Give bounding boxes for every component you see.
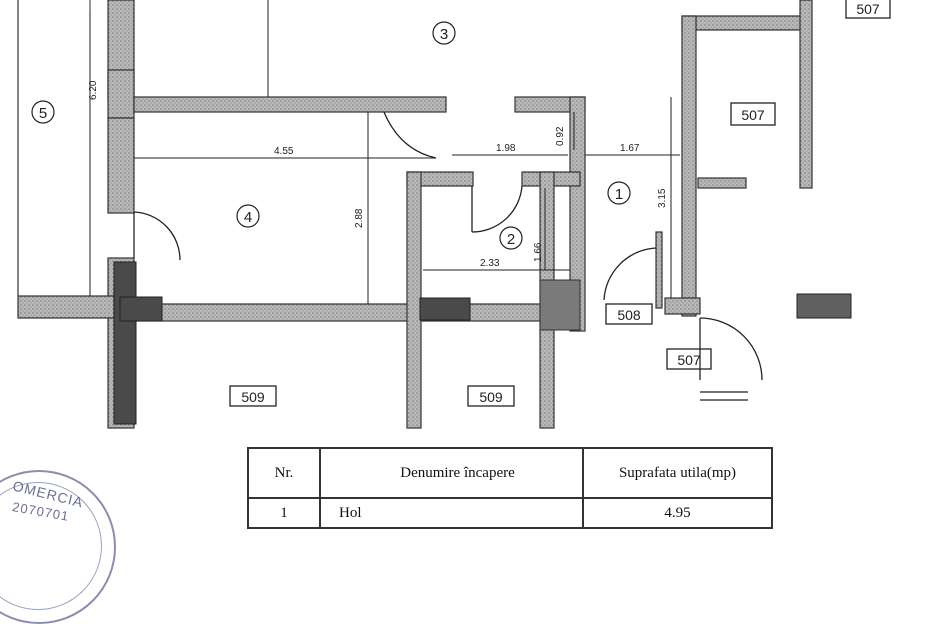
dim-455: 4.55 bbox=[274, 146, 294, 157]
dim-315: 3.15 bbox=[657, 188, 668, 208]
cell-area: 4.95 bbox=[582, 497, 773, 529]
header-area: Suprafata utila(mp) bbox=[582, 447, 773, 499]
room-2-label: 2 bbox=[507, 231, 515, 248]
company-stamp: OMERCIA 2070701 bbox=[0, 470, 116, 624]
header-nr: Nr. bbox=[247, 447, 321, 499]
unit-509-mid: 509 bbox=[479, 389, 503, 405]
room-1-label: 1 bbox=[615, 186, 623, 203]
unit-508: 508 bbox=[617, 307, 641, 323]
dim-233: 2.33 bbox=[480, 258, 500, 269]
cell-room-name: Hol bbox=[319, 497, 584, 529]
column-dark bbox=[113, 261, 852, 425]
floor-plan: 3 5 4 2 1 507 507 508 507 509 509 6.20 4… bbox=[17, 0, 891, 429]
header-room-name: Denumire încapere bbox=[319, 447, 584, 499]
unit-507-right: 507 bbox=[741, 107, 765, 123]
dim-166: 1.66 bbox=[533, 242, 544, 262]
table-row: 1 Hol 4.95 bbox=[247, 497, 773, 529]
table-header-row: Nr. Denumire încapere Suprafata utila(mp… bbox=[247, 447, 773, 499]
dim-620: 6.20 bbox=[88, 80, 99, 100]
unit-507-top: 507 bbox=[856, 1, 880, 17]
door-swings bbox=[133, 111, 763, 401]
dimension-lines bbox=[89, 0, 680, 304]
unit-509-left: 509 bbox=[241, 389, 265, 405]
column-shaft bbox=[539, 279, 581, 331]
dim-167: 1.67 bbox=[620, 143, 640, 154]
room-markers: 3 5 4 2 1 bbox=[31, 21, 631, 250]
dim-288: 2.88 bbox=[354, 208, 365, 228]
rooms-table: Nr. Denumire încapere Suprafata utila(mp… bbox=[247, 447, 773, 529]
room-4-label: 4 bbox=[244, 209, 252, 226]
dim-198: 1.98 bbox=[496, 143, 516, 154]
unit-labels: 507 507 508 507 509 509 bbox=[229, 0, 891, 407]
dim-092: 0.92 bbox=[555, 126, 566, 146]
room-5-label: 5 bbox=[39, 105, 47, 122]
dimension-labels: 6.20 4.55 1.98 0.92 1.67 3.15 2.88 1.66 … bbox=[88, 80, 668, 269]
room-3-label: 3 bbox=[440, 26, 448, 43]
unit-507-door: 507 bbox=[677, 352, 701, 368]
cell-nr: 1 bbox=[247, 497, 321, 529]
